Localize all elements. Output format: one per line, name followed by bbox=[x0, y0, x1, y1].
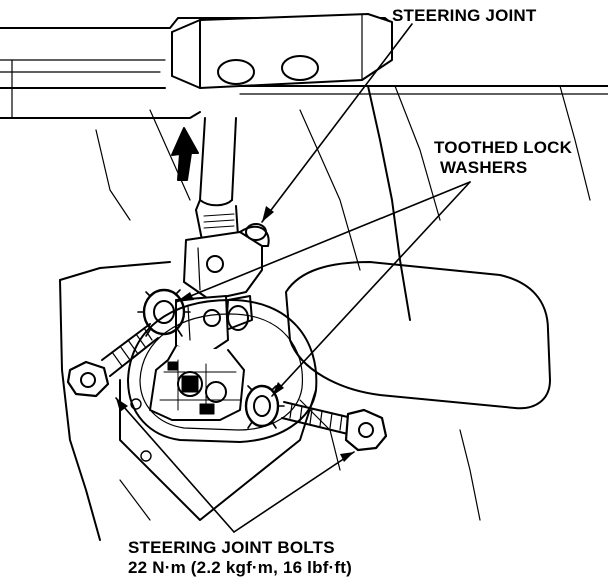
label-washers-line1: TOOTHED LOCK bbox=[434, 138, 573, 157]
left-toothed-lock-washer bbox=[137, 288, 191, 337]
left-bolt bbox=[66, 323, 159, 398]
upward-arrow-icon bbox=[171, 127, 199, 181]
label-bolts-torque: 22 N·m (2.2 kgf·m, 16 lbf·ft) bbox=[128, 558, 352, 577]
right-toothed-lock-washer bbox=[244, 384, 285, 429]
dashboard-frame bbox=[0, 17, 608, 541]
label-washers-line2: WASHERS bbox=[440, 158, 528, 177]
steering-shaft bbox=[195, 117, 239, 241]
label-steering-joint: STEERING JOINT bbox=[392, 6, 537, 26]
right-bolt bbox=[281, 401, 388, 452]
steering-joint-body bbox=[175, 223, 270, 357]
label-bolts-line1: STEERING JOINT BOLTS bbox=[128, 538, 335, 557]
column-bracket bbox=[171, 13, 393, 89]
gearbox-coupling bbox=[149, 345, 245, 421]
leader-lines bbox=[115, 23, 471, 533]
label-steering-joint-bolts: STEERING JOINT BOLTS 22 N·m (2.2 kgf·m, … bbox=[128, 538, 352, 578]
label-steering-joint-text: STEERING JOINT bbox=[392, 6, 537, 25]
leader-arrowheads bbox=[116, 206, 354, 462]
label-toothed-lock-washers: TOOTHED LOCK WASHERS bbox=[434, 138, 572, 178]
